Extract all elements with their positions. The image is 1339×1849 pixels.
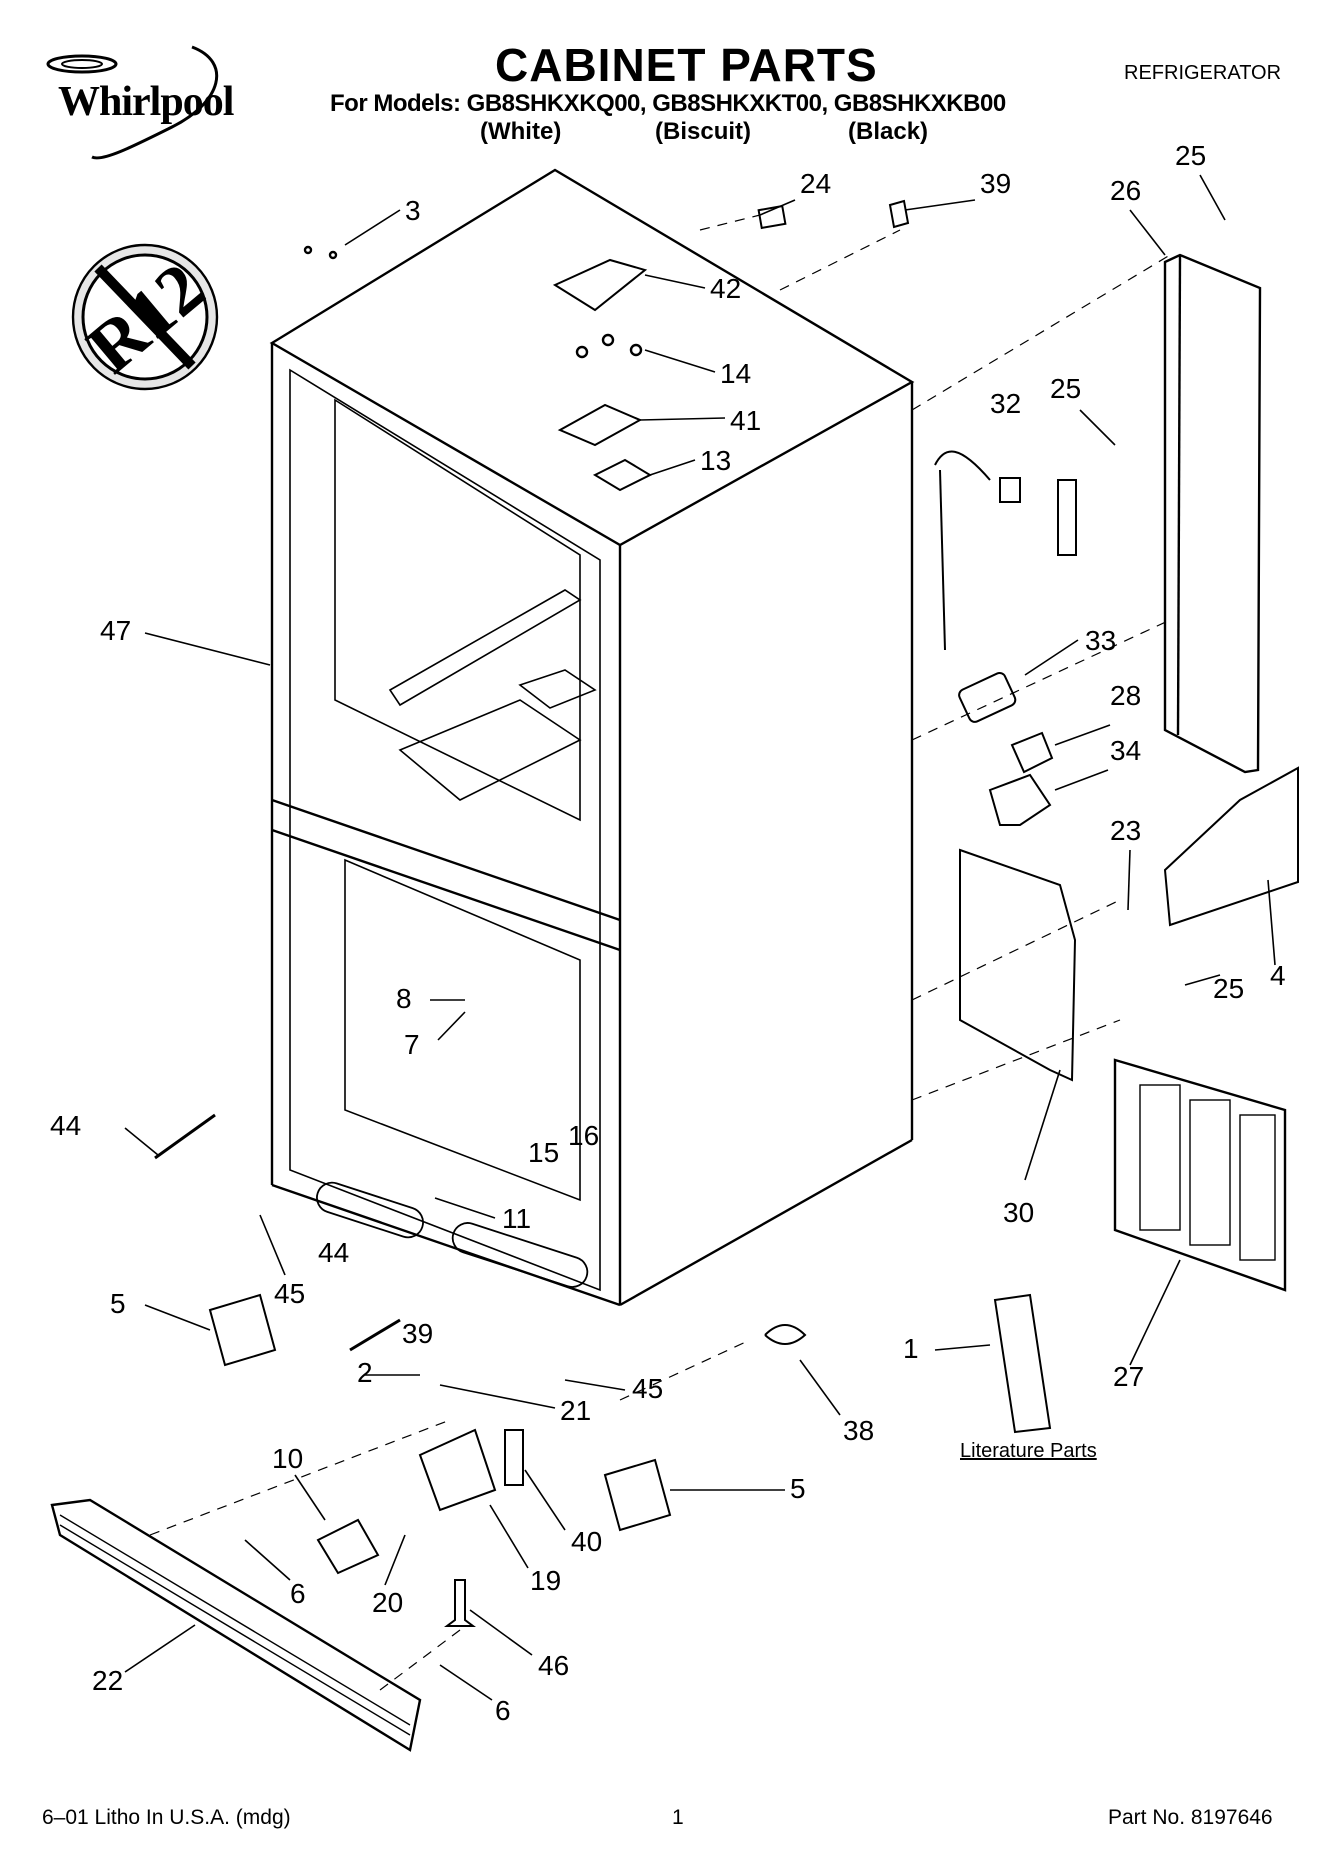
hinge-plate-40 [504,1429,524,1486]
callout-16: 16 [568,1120,599,1151]
screw-44-bottom-icon [349,1318,401,1352]
air-duct-26 [1163,253,1262,774]
callout-45: 45 [274,1278,305,1309]
leader-lines [124,174,1276,1701]
callout-38: 38 [843,1415,874,1446]
part-4-icon [1163,766,1299,927]
toe-grille-22 [50,1498,422,1752]
top-hinge-assembly [303,245,653,492]
callout-27: 27 [1113,1361,1144,1392]
screw-44-top-icon [154,1113,216,1160]
appliance-category: REFRIGERATOR [1124,62,1282,84]
callout-13: 13 [700,445,731,476]
callout-8: 8 [396,983,412,1014]
callout-21: 21 [560,1395,591,1426]
callout-23: 23 [1110,815,1141,846]
callout-20: 20 [372,1587,403,1618]
part-number: Part No. 8197646 [1108,1806,1273,1829]
callout-44-b: 44 [318,1237,349,1268]
callout-25-b: 25 [1050,373,1081,404]
cabinet-shell [269,168,915,1307]
callout-42: 42 [710,273,741,304]
callout-6-b: 6 [495,1695,511,1726]
literature-box-1 [993,1293,1052,1434]
part-33-icon [958,672,1017,723]
callout-32: 32 [990,388,1021,419]
callout-30: 30 [1003,1197,1034,1228]
callout-5: 5 [110,1288,126,1319]
callout-40: 40 [571,1526,602,1557]
callout-46: 46 [538,1650,569,1681]
callout-25-c: 25 [1213,973,1244,1004]
callout-4: 4 [1270,960,1286,991]
part-34-icon [988,773,1052,826]
callout-3: 3 [405,195,421,226]
callout-45-b: 45 [632,1373,663,1404]
callout-7: 7 [404,1029,420,1060]
rear-panel-30 [959,848,1077,1082]
part-38-icon [764,1324,807,1345]
bottom-hinge-19 [418,1428,497,1512]
color-biscuit: (Biscuit) [655,118,751,145]
callout-34: 34 [1110,735,1141,766]
literature-parts-label: Literature Parts [960,1440,1097,1462]
callout-labels: 3 24 39 25 26 42 14 41 13 32 25 47 33 28… [50,140,1286,1726]
callout-6: 6 [290,1578,306,1609]
page-number: 1 [672,1806,684,1829]
callout-39: 39 [980,168,1011,199]
callout-15: 15 [528,1137,559,1168]
callout-26: 26 [1110,175,1141,206]
callout-11: 11 [502,1203,531,1234]
thermostat-32 [934,450,1077,651]
callout-44: 44 [50,1110,81,1141]
no-r12-badge-icon: R12 [71,243,219,391]
leveling-bracket-5-right [603,1458,672,1532]
callout-28: 28 [1110,680,1141,711]
leveling-bracket-5-left [208,1293,277,1367]
callout-5-b: 5 [790,1473,806,1504]
model-list: For Models: GB8SHKXKQ00, GB8SHKXKT00, GB… [330,90,1006,117]
callout-24: 24 [800,168,831,199]
alignment-guides [149,214,1171,1691]
callout-47: 47 [100,615,131,646]
hinge-cover-10 [316,1518,380,1575]
callout-2: 2 [357,1357,373,1388]
leveling-leg-46 [444,1579,476,1627]
callout-10: 10 [272,1443,303,1474]
whirlpool-logo [22,42,272,172]
brand-name: Whirlpool [58,79,234,125]
color-black: (Black) [848,118,929,145]
print-info: 6–01 Litho In U.S.A. (mdg) [42,1806,291,1829]
callout-41: 41 [730,405,761,436]
part-39-top-icon [888,199,910,229]
logo-swoosh-icon [46,45,219,160]
callout-14: 14 [720,358,751,389]
callout-19: 19 [530,1565,561,1596]
part-24-icon [757,204,787,230]
part-28-icon [1010,731,1054,774]
callout-1: 1 [903,1333,919,1364]
rear-grille-27 [1113,1058,1287,1292]
color-white: (White) [480,118,562,145]
callout-39-b: 39 [402,1318,433,1349]
callout-25: 25 [1175,140,1206,171]
page-title: CABINET PARTS [495,39,878,91]
callout-33: 33 [1085,625,1116,656]
callout-22: 22 [92,1665,123,1696]
